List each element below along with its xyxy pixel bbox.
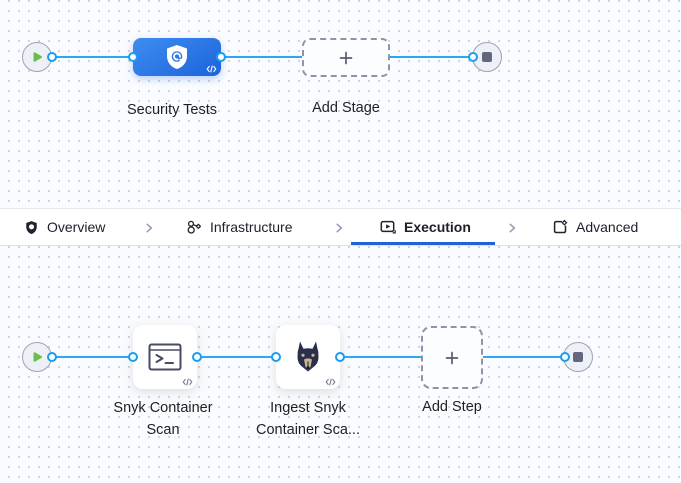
chevron-right-icon bbox=[333, 221, 345, 239]
add-step-button[interactable] bbox=[421, 326, 483, 389]
tab-execution[interactable]: Execution bbox=[380, 209, 471, 245]
edge bbox=[340, 356, 421, 358]
tab-label: Execution bbox=[404, 219, 471, 235]
tab-label: Overview bbox=[47, 219, 106, 235]
tab-infrastructure[interactable]: Infrastructure bbox=[186, 209, 292, 245]
add-step-label: Add Step bbox=[422, 399, 482, 415]
execution-canvas[interactable] bbox=[0, 246, 681, 483]
execution-start-node[interactable] bbox=[22, 342, 52, 372]
step-label-line: Ingest Snyk bbox=[270, 400, 346, 416]
step-label-line: Scan bbox=[146, 422, 180, 438]
execution-icon bbox=[380, 219, 396, 235]
shield-icon bbox=[24, 220, 39, 235]
terminal-icon bbox=[148, 343, 182, 372]
connector-dot bbox=[192, 352, 202, 362]
code-icon bbox=[182, 378, 193, 386]
code-icon bbox=[206, 65, 217, 73]
add-stage-button[interactable] bbox=[302, 38, 390, 77]
tab-label: Advanced bbox=[576, 219, 639, 235]
edge bbox=[197, 356, 276, 358]
plus-icon bbox=[337, 49, 355, 67]
edge bbox=[483, 356, 565, 358]
snyk-doberman-icon bbox=[291, 340, 325, 374]
plus-icon bbox=[443, 349, 461, 367]
step-label: Snyk Container Scan bbox=[113, 397, 212, 441]
connector-dot bbox=[468, 52, 478, 62]
step-ingest-snyk[interactable] bbox=[276, 325, 340, 389]
stage-security-tests[interactable] bbox=[133, 38, 221, 76]
advanced-icon bbox=[552, 219, 568, 235]
connector-dot bbox=[335, 352, 345, 362]
play-icon bbox=[31, 51, 43, 63]
chevron-right-icon bbox=[143, 221, 155, 239]
stage-config-tabbar: Overview Infrastructure bbox=[0, 208, 681, 246]
connector-dot bbox=[47, 352, 57, 362]
connector-dot bbox=[128, 52, 138, 62]
connector-dot bbox=[128, 352, 138, 362]
connector-dot bbox=[47, 52, 57, 62]
step-label: Ingest Snyk Container Sca... bbox=[256, 397, 360, 441]
infrastructure-icon bbox=[186, 219, 202, 235]
edge bbox=[221, 56, 303, 58]
stage-label: Security Tests bbox=[127, 102, 217, 118]
stage-canvas[interactable] bbox=[0, 0, 681, 208]
edge bbox=[52, 56, 133, 58]
play-icon bbox=[31, 351, 43, 363]
edge bbox=[390, 56, 473, 58]
code-icon bbox=[325, 378, 336, 386]
chevron-right-icon bbox=[506, 221, 518, 239]
tab-label: Infrastructure bbox=[210, 219, 293, 235]
active-tab-underline bbox=[351, 242, 495, 245]
shield-scan-icon bbox=[163, 43, 191, 71]
step-label-line: Snyk Container bbox=[113, 400, 213, 416]
tab-overview[interactable]: Overview bbox=[24, 209, 105, 245]
stop-icon bbox=[573, 352, 583, 362]
connector-dot bbox=[271, 352, 281, 362]
add-stage-label: Add Stage bbox=[312, 100, 380, 116]
connector-dot bbox=[216, 52, 226, 62]
stop-icon bbox=[482, 52, 492, 62]
tab-advanced[interactable]: Advanced bbox=[552, 209, 638, 245]
edge bbox=[52, 356, 133, 358]
connector-dot bbox=[560, 352, 570, 362]
step-label-line: Container Sca... bbox=[256, 422, 360, 438]
step-snyk-container-scan[interactable] bbox=[133, 325, 197, 389]
